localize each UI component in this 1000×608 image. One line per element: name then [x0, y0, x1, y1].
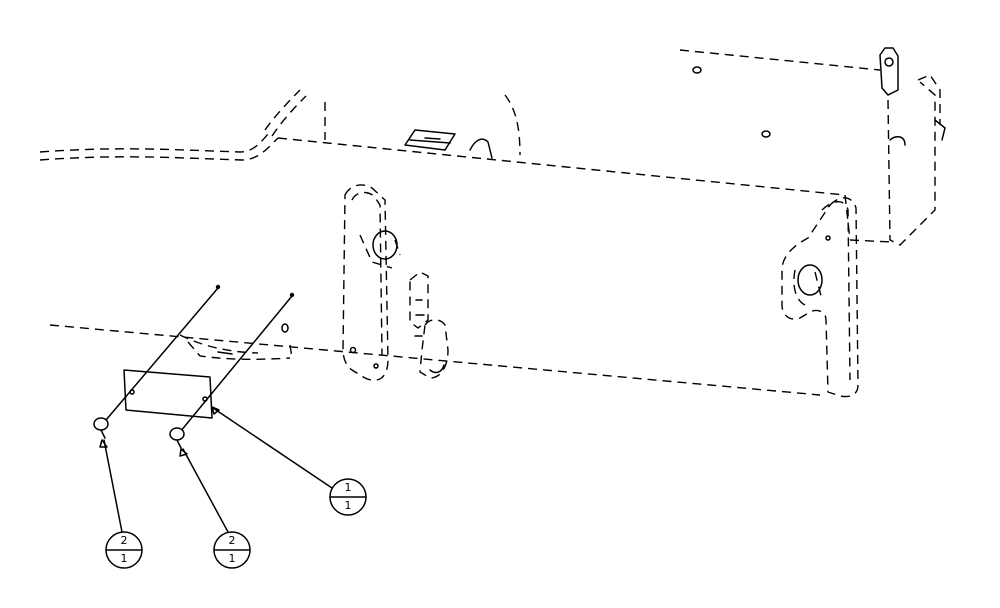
left-mount-plate [342, 184, 401, 381]
balloon-quantity: 1 [345, 499, 352, 512]
balloon-item-number: 1 [345, 481, 352, 494]
screw-left [93, 417, 109, 439]
fastener-axis-lines [105, 284, 295, 433]
latch-bracket [409, 271, 449, 379]
item-balloon-left: 2 1 [105, 531, 143, 569]
balloon-quantity: 1 [121, 552, 128, 565]
top-center-bracket [404, 129, 493, 159]
item-balloon-middle: 2 1 [213, 531, 251, 569]
balloon-item-number: 2 [229, 534, 236, 547]
right-end-plate [781, 197, 859, 398]
balloon-quantity: 1 [229, 552, 236, 565]
balloon-item-number: 2 [121, 534, 128, 547]
nameplate [123, 369, 213, 419]
frame-tube [39, 49, 893, 396]
rear-right-hinge [692, 47, 946, 246]
item-balloon-right: 1 1 [329, 478, 367, 516]
lower-left-bracket [179, 323, 293, 361]
leader-lines [99, 406, 333, 533]
screw-right [169, 427, 185, 449]
